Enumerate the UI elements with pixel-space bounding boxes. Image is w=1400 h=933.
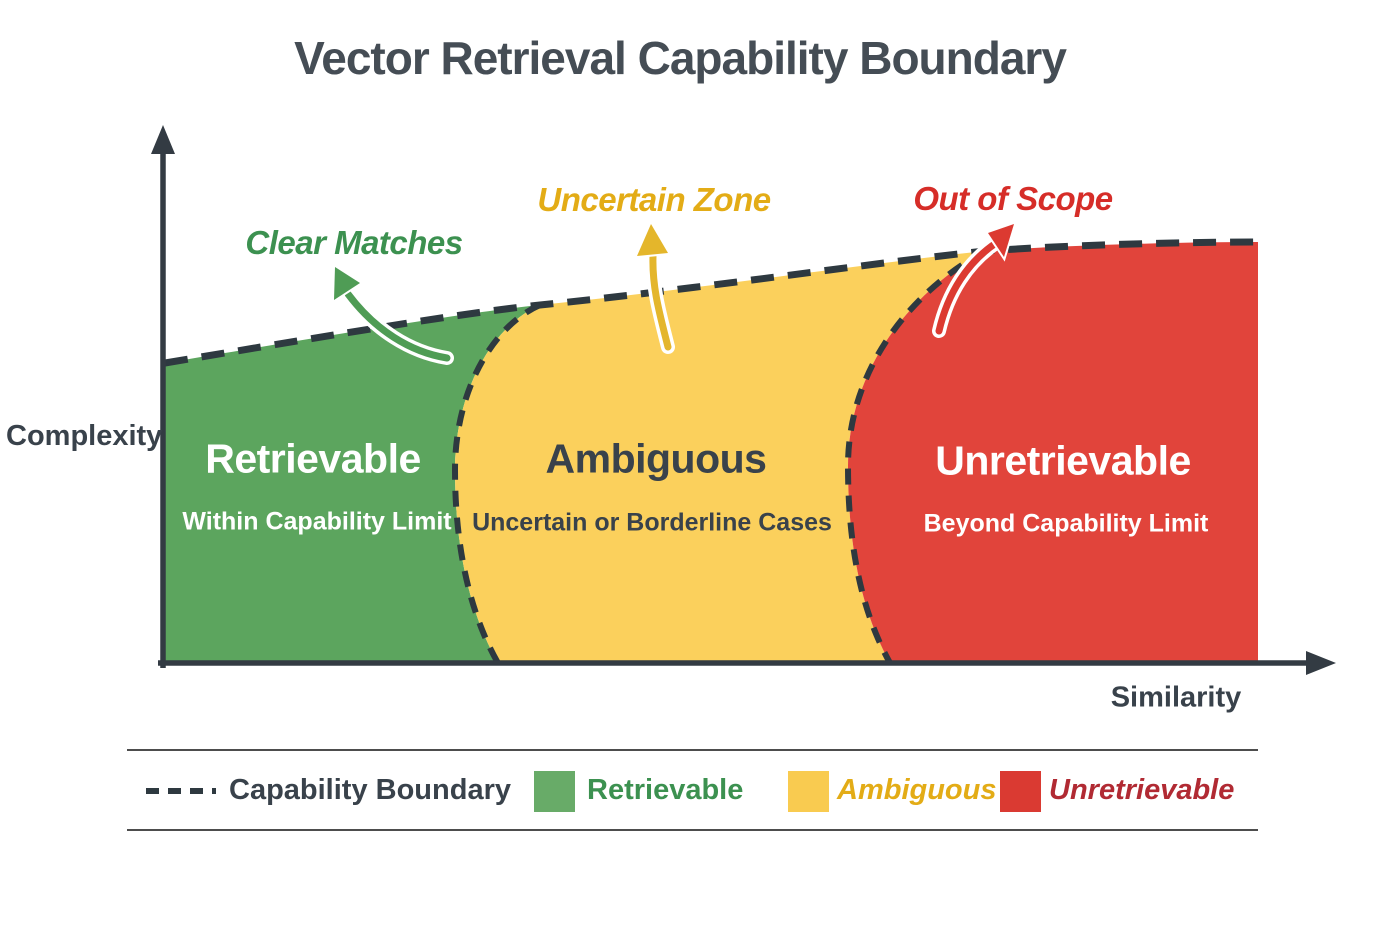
y-axis-label: Complexity [6,420,163,452]
capability-boundary-line [164,238,1259,367]
legend-ambiguous-label: Ambiguous [837,774,997,806]
legend-ambiguous-swatch [788,771,829,812]
retrievable-zone-subtitle: Within Capability Limit [182,507,452,536]
uncertain-zone-label: Uncertain Zone [537,181,771,218]
out-of-scope-label: Out of Scope [913,180,1113,217]
legend-capability-boundary-label: Capability Boundary [229,774,511,806]
legend-unretrievable-label: Unretrievable [1049,774,1235,806]
x-axis-arrowhead [1306,651,1336,675]
page-title: Vector Retrieval Capability Boundary [294,32,1067,84]
unretrievable-zone-title: Unretrievable [935,437,1191,484]
legend-top-divider [127,749,1258,751]
legend-retrievable-label: Retrievable [587,774,744,806]
unretrievable-zone-shape [848,242,1258,663]
clear-matches-label: Clear Matches [245,224,463,261]
ambiguous-zone-title: Ambiguous [545,435,767,482]
retrievable-zone-title: Retrievable [205,435,421,482]
legend-retrievable-swatch [534,771,575,812]
green-yellow-boundary-line [451,302,542,665]
uncertain-zone-arrow [633,219,675,354]
legend-bottom-divider [127,829,1258,831]
clear-matches-arrow [331,263,454,365]
x-axis-label: Similarity [1110,681,1242,714]
capability-boundary-dash-icon [146,788,216,794]
ambiguous-zone-subtitle: Uncertain or Borderline Cases [472,508,832,537]
retrievable-zone-shape [165,305,540,663]
unretrievable-zone-subtitle: Beyond Capability Limit [923,509,1209,538]
yellow-red-boundary-line [844,248,987,665]
legend-unretrievable-swatch [1000,771,1041,812]
out-of-scope-arrow [932,220,1018,338]
y-axis-arrowhead [151,125,175,154]
